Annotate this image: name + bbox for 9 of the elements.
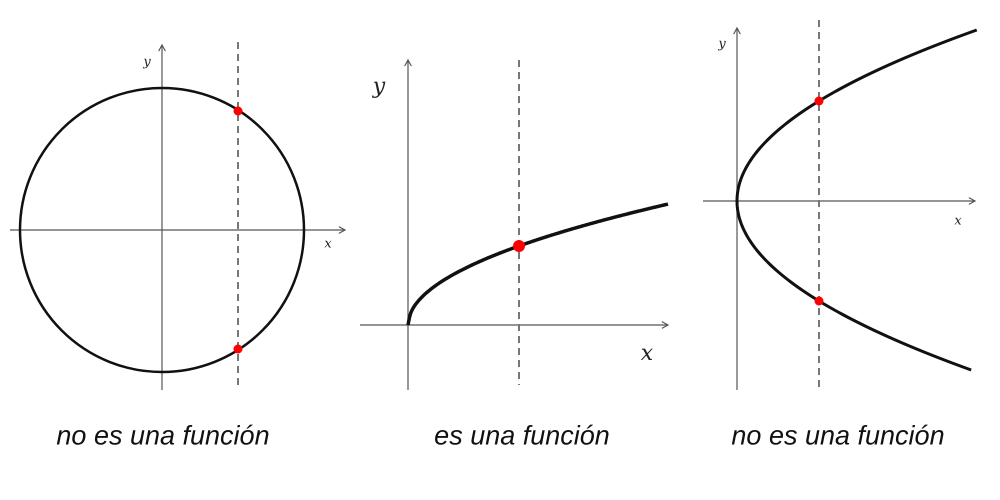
caption: no es una función — [731, 422, 945, 450]
axis-label: x — [324, 238, 332, 250]
axis-label: y — [718, 38, 726, 50]
axis-label: y — [372, 76, 386, 98]
caption: no es una función — [56, 422, 270, 450]
caption: es una función — [434, 422, 610, 450]
axis-label: y — [143, 56, 151, 68]
axis-label: x — [640, 343, 654, 365]
axis-label: x — [954, 214, 962, 228]
